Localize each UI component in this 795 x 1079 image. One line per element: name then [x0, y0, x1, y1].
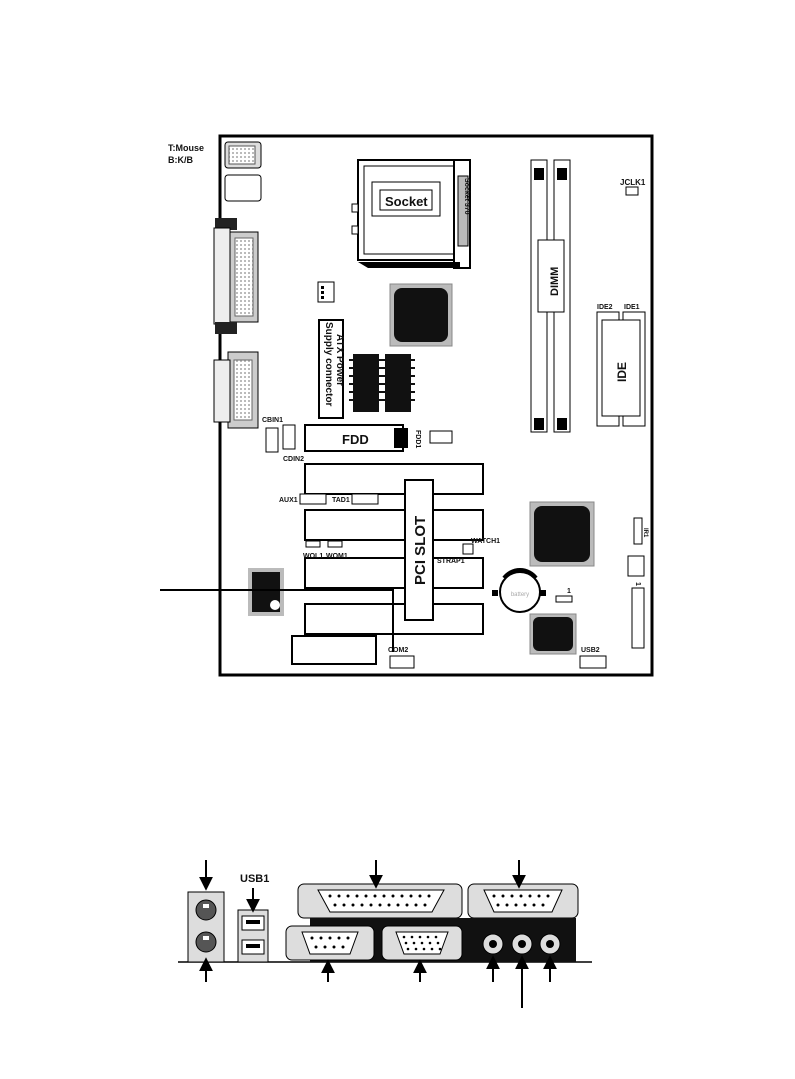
isa-slot: [292, 636, 376, 664]
usb2-header: [580, 656, 606, 668]
fan-header-2: [628, 556, 644, 576]
ir-label: IR1: [642, 528, 648, 538]
tad1-label: TAD1: [332, 497, 350, 504]
parallel-port-connector: [214, 218, 258, 334]
audio-jacks: [483, 934, 560, 954]
usb1-label: USB1: [240, 873, 269, 885]
fan-header: [318, 282, 334, 302]
parallel-port: [298, 884, 462, 918]
wol1-header: [306, 541, 320, 547]
pin-1-label: 1: [634, 582, 641, 586]
com2-header: [390, 656, 414, 668]
aux1-label: AUX1: [279, 497, 298, 504]
dimm-label: DIMM: [549, 267, 561, 296]
ir-header: [634, 518, 642, 544]
strap1-label: STRAP1: [437, 558, 465, 565]
watch1-header: [463, 544, 473, 554]
cdin2-label: CDIN2: [283, 456, 304, 463]
fdd1-label: FDD1: [414, 430, 421, 448]
wol1-label: WOL1: [303, 553, 323, 560]
cpu-socket: [352, 160, 470, 268]
socket-label: Socket: [385, 194, 428, 209]
jp1-label: 1: [567, 588, 571, 595]
ps2-stack: [188, 892, 224, 962]
ide1-label: IDE1: [624, 304, 640, 311]
game-port: [468, 884, 578, 918]
jclk-label: JCLK1: [620, 178, 646, 187]
atx-power-label-1: ATX Power: [334, 334, 345, 386]
atx-power-label-2: Supply connector: [323, 322, 334, 407]
pci-slot-label: PCI SLOT: [412, 516, 429, 585]
mouse-label: T:Mouse: [168, 143, 204, 153]
vga-port: [382, 926, 462, 960]
tad1-header: [352, 494, 378, 504]
front-panel-header: [632, 588, 644, 648]
jp1-header: [556, 596, 572, 602]
wom1-label: WOM1: [326, 553, 348, 560]
aux1-header: [300, 494, 326, 504]
jclk-jumper: [626, 187, 638, 195]
usb2-label: USB2: [581, 647, 600, 654]
cbin1-label: CBIN1: [262, 417, 283, 424]
ide-label: IDE: [615, 362, 629, 382]
battery-label: battery: [511, 592, 529, 598]
serial-port-connector: [214, 352, 258, 428]
usb1-stack: [238, 910, 268, 962]
socket-side-label: Socket 370: [463, 178, 470, 215]
cbin1-header: [266, 428, 278, 452]
kb-label: B:K/B: [168, 155, 193, 165]
com2-label: COM2: [388, 647, 408, 654]
fdd1-header: [430, 431, 452, 443]
ide2-label: IDE2: [597, 304, 613, 311]
fdd-label: FDD: [342, 432, 369, 447]
wom1-header: [328, 541, 342, 547]
watch1-label: WATCH1: [471, 538, 500, 545]
cdin2-header: [283, 425, 295, 449]
serial-port: [286, 926, 374, 960]
